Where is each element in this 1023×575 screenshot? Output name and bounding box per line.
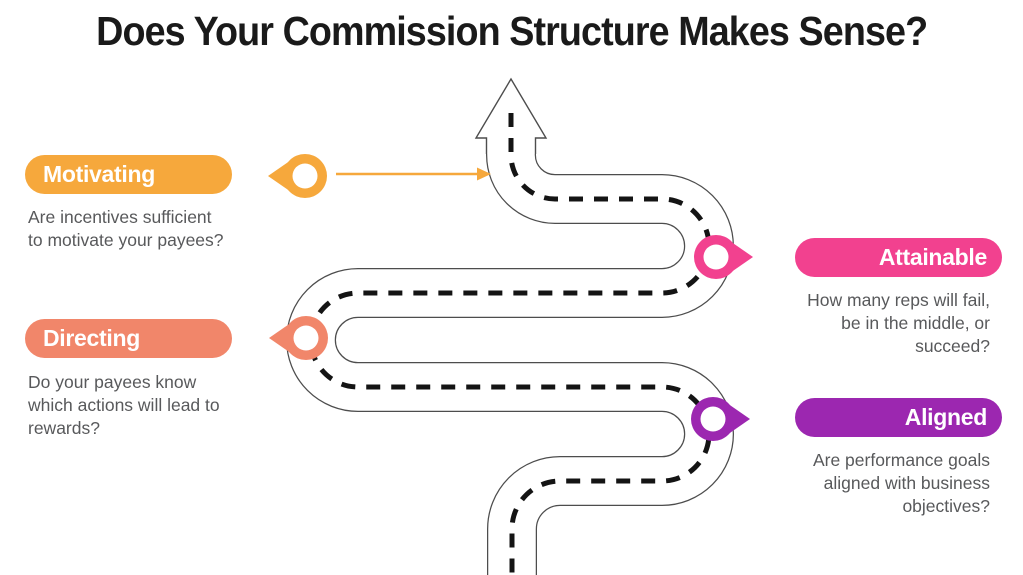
- map-pin-motivating-icon: [268, 154, 327, 198]
- label-pill-motivating: Motivating: [25, 155, 232, 194]
- label-pill-aligned: Aligned: [795, 398, 1002, 437]
- page-title-text: Does Your Commission Structure Makes Sen…: [95, 8, 928, 54]
- pin-point: [269, 320, 295, 356]
- map-pin-directing-icon: [269, 316, 328, 360]
- pin-point: [724, 401, 750, 437]
- road-arrow-outline: [474, 77, 548, 154]
- description-directing: Do your payees know which actions will l…: [28, 372, 220, 438]
- road-center-dashed-line: [308, 113, 712, 575]
- pin-hole: [700, 406, 726, 432]
- label-pill-attainable: Attainable: [795, 238, 1002, 277]
- pin-hole: [292, 163, 318, 189]
- pin-hole: [703, 244, 729, 270]
- pin-point: [268, 158, 294, 194]
- road-surface: [287, 148, 733, 575]
- map-pin-aligned-icon: [691, 397, 750, 441]
- description-attainable: How many reps will fail, be in the middl…: [807, 290, 990, 356]
- page-title: Does Your Commission Structure Makes Sen…: [0, 6, 1023, 56]
- map-pin-attainable-icon: [694, 235, 753, 279]
- description-motivating: Are incentives sufficient to motivate yo…: [28, 207, 224, 250]
- pin-point: [727, 239, 753, 275]
- pin-hole: [293, 325, 319, 351]
- connector-arrowhead-icon: [477, 167, 491, 181]
- label-pill-directing: Directing: [25, 319, 232, 358]
- description-aligned: Are performance goals aligned with busin…: [812, 450, 990, 516]
